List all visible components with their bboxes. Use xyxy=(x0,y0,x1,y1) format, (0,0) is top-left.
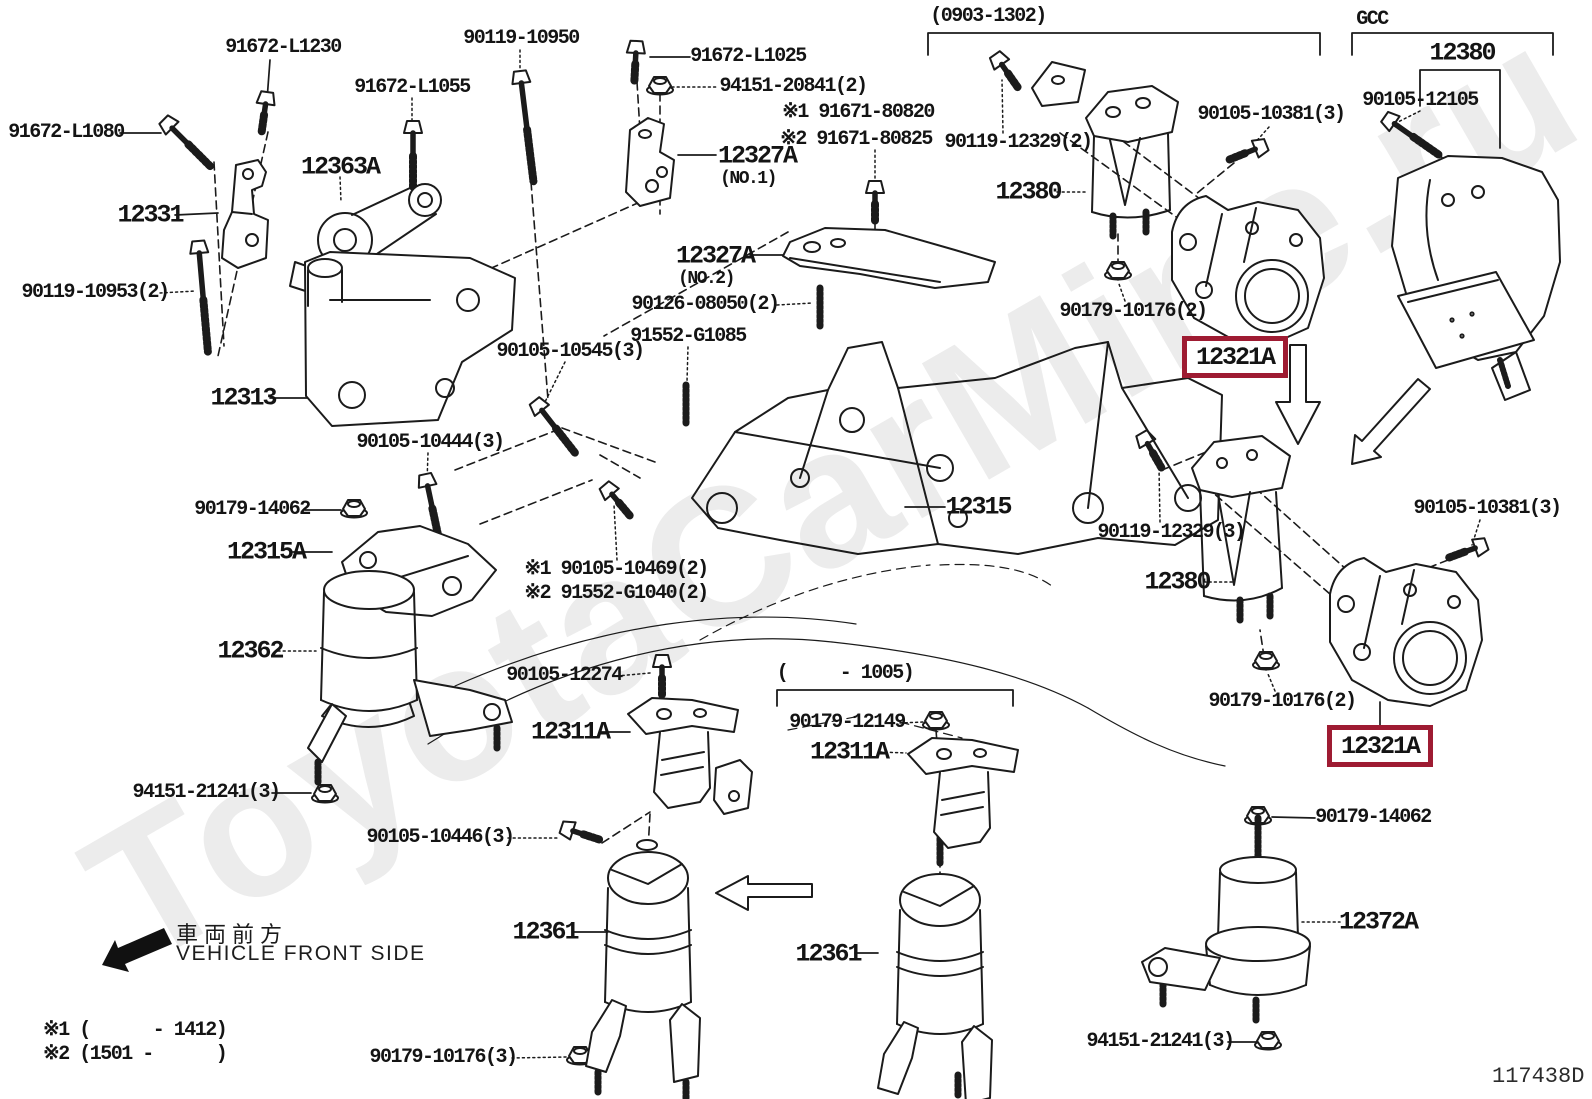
label-94151-21241-a: 94151-21241(3) xyxy=(132,781,281,804)
label-90179-12149: 90179-12149 xyxy=(789,711,906,734)
label-90179-14062-a: 90179-14062 xyxy=(194,498,311,521)
note-1412: ※1 ( - 1412) xyxy=(43,1019,228,1042)
label-90105-12105: 90105-12105 xyxy=(1362,89,1479,112)
part-drawing-12327A-no2 xyxy=(782,227,996,289)
label-90179-14062-b: 90179-14062 xyxy=(1315,806,1432,829)
label-91672-L1080: 91672-L1080 xyxy=(8,121,125,144)
part-drawing-12361-b xyxy=(877,873,993,1099)
vehicle-front-label-en: VEHICLE FRONT SIDE xyxy=(176,942,426,965)
label-12380-gcc: 12380 xyxy=(1429,38,1496,68)
label-12321A-a: 12321A xyxy=(1181,336,1289,378)
label-90105-12274: 90105-12274 xyxy=(506,664,623,687)
label-12380-b: 12380 xyxy=(1144,567,1211,597)
leader-lines-dotted xyxy=(159,49,1481,1059)
label-94151-20841: 94151-20841(2) xyxy=(719,75,868,98)
label-gcc: GCC xyxy=(1356,8,1389,31)
label-90105-10444: 90105-10444(3) xyxy=(356,431,505,454)
label-0903-1302: (0903-1302) xyxy=(930,5,1047,28)
label-12361-b: 12361 xyxy=(795,939,862,969)
label-12311A-b: 12311A xyxy=(809,737,890,767)
label-12380-a: 12380 xyxy=(995,177,1062,207)
part-drawing-12311A-b xyxy=(907,737,1019,849)
label-12363A: 12363A xyxy=(300,152,381,182)
label-12331: 12331 xyxy=(117,200,184,230)
vehicle-front-arrow-icon xyxy=(102,928,172,972)
label-90119-10953: 90119-10953(2) xyxy=(21,281,170,304)
label-90105-10446: 90105-10446(3) xyxy=(366,826,515,849)
label-90105-10381-a: 90105-10381(3) xyxy=(1197,103,1346,126)
label-12372A: 12372A xyxy=(1338,907,1419,937)
vehicle-front-label-jp: 車両前方 xyxy=(176,923,289,948)
label-91671-80820: ※1 91671-80820 xyxy=(782,101,935,124)
label-91672-L1230: 91672-L1230 xyxy=(225,36,342,59)
label-12321A-b: 12321A xyxy=(1326,725,1434,767)
label-90119-12329-2: 90119-12329(2) xyxy=(944,131,1093,154)
label-12327A-no1-sub: (NO.1) xyxy=(720,169,777,189)
label-90179-10176-3: 90179-10176(3) xyxy=(369,1046,518,1069)
label-12311A-a: 12311A xyxy=(530,717,611,747)
part-drawing-12380-a xyxy=(1031,61,1179,219)
label-90105-10545: 90105-10545(3) xyxy=(496,340,645,363)
part-drawing-12327A-no1 xyxy=(625,117,675,207)
label-12315: 12315 xyxy=(945,492,1012,522)
label-12313: 12313 xyxy=(210,383,277,413)
part-drawing-12380-gcc xyxy=(1391,155,1561,401)
part-drawing-12361-a xyxy=(585,839,701,1083)
group-brackets xyxy=(776,32,1554,707)
label-91672-L1025: 91672-L1025 xyxy=(690,45,807,68)
arrow-diagonal-icon xyxy=(1351,378,1431,465)
engine-outline xyxy=(427,563,1226,767)
label-1005: ( - 1005) xyxy=(776,662,915,685)
arrow-left-icon xyxy=(715,875,813,911)
label-91552-G1040: ※2 91552-G1040(2) xyxy=(524,582,709,605)
label-90179-10176-a: 90179-10176(2) xyxy=(1059,300,1208,323)
label-91672-L1055: 91672-L1055 xyxy=(354,76,471,99)
direction-arrows xyxy=(102,344,1431,972)
part-drawing-12315 xyxy=(691,341,1223,555)
label-12362: 12362 xyxy=(217,636,284,666)
label-90105-10469: ※1 90105-10469(2) xyxy=(524,558,709,581)
diagram-code: 117438D xyxy=(1492,1064,1585,1089)
label-12315A: 12315A xyxy=(226,537,307,567)
arrow-down-icon xyxy=(1275,344,1321,445)
label-12361-a: 12361 xyxy=(512,917,579,947)
part-drawing-12311A-a xyxy=(627,697,753,815)
label-90179-10176-b: 90179-10176(2) xyxy=(1208,690,1357,713)
label-91552-G1085: 91552-G1085 xyxy=(630,325,747,348)
label-91671-80825: ※2 91671-80825 xyxy=(780,128,933,151)
label-90119-12329-3: 90119-12329(3) xyxy=(1097,521,1246,544)
label-12327A-no1: 12327A xyxy=(717,141,798,171)
label-12327A-no2-sub: (NO.2) xyxy=(678,269,735,289)
label-94151-21241-b: 94151-21241(3) xyxy=(1086,1030,1235,1053)
label-12327A-no2: 12327A xyxy=(675,241,756,271)
part-drawing-12380-b xyxy=(1191,435,1291,602)
part-drawing-12362 xyxy=(307,570,513,763)
note-1501: ※2 (1501 - ) xyxy=(43,1043,228,1066)
part-drawing-12313 xyxy=(304,251,516,427)
part-drawing-12331 xyxy=(221,159,269,269)
label-90105-10381-b: 90105-10381(3) xyxy=(1413,497,1562,520)
part-drawing-12372A xyxy=(1141,856,1311,996)
label-90119-10950: 90119-10950 xyxy=(463,27,580,50)
label-90126-08050: 90126-08050(2) xyxy=(631,293,780,316)
